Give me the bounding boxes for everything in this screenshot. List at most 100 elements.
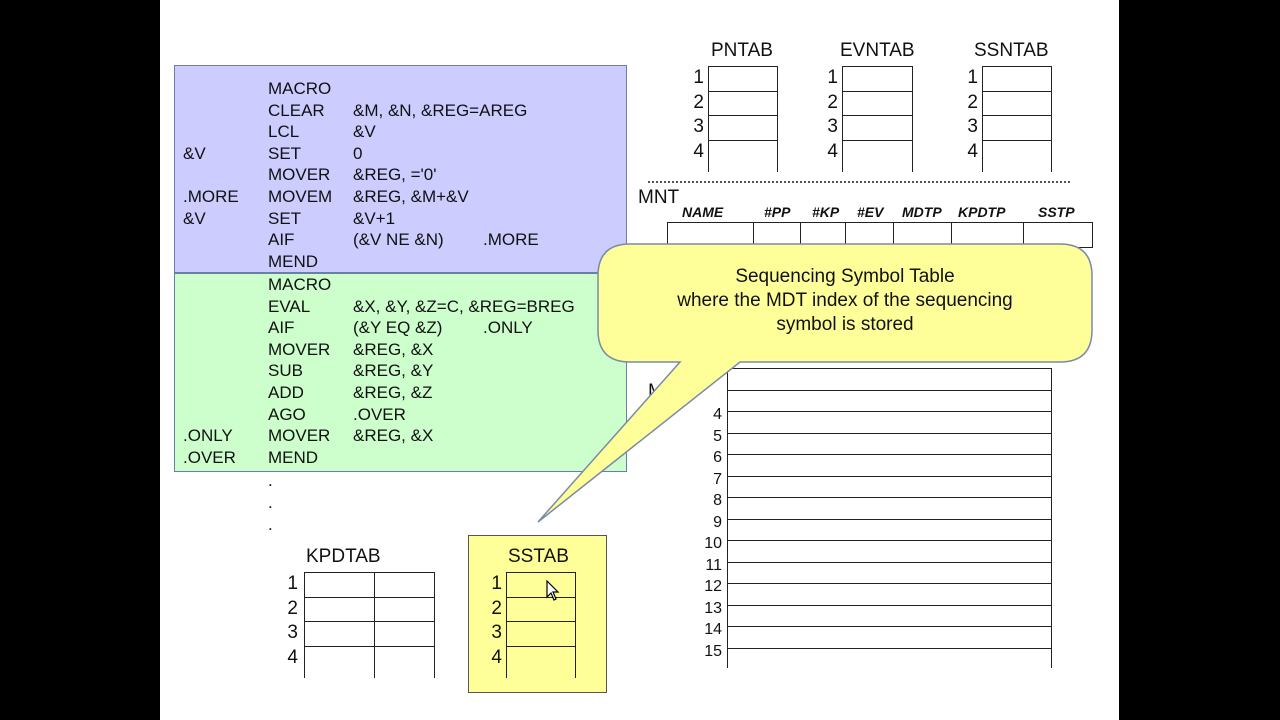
mdt-row-number: 10 — [704, 535, 722, 552]
row-separator — [728, 583, 1051, 584]
row-separator — [728, 432, 1051, 434]
mdt-row-number: 9 — [713, 513, 722, 531]
code-extra: .MORE — [483, 230, 539, 250]
kpdtab-row-number: 1 — [287, 573, 298, 594]
row-separator — [843, 115, 912, 116]
code-args: &REG, &X — [353, 426, 434, 446]
sstab-row-number: 2 — [491, 597, 502, 619]
code-op: MOVER — [268, 165, 331, 185]
evntab-row-number: 2 — [827, 91, 838, 113]
code-line: CLEAR&M, &N, &REG=AREG — [175, 100, 625, 122]
evntab-title: EVNTAB — [840, 40, 915, 61]
row-separator — [709, 90, 777, 92]
code-args: (&Y EQ &Z) — [353, 318, 443, 338]
code-line: MEND — [175, 251, 625, 273]
code-args: &REG, &Y — [353, 361, 434, 381]
code-op: AGO — [268, 404, 306, 424]
code-label: &V — [183, 208, 206, 228]
row-separator — [728, 454, 1051, 455]
code-args: .OVER — [353, 404, 406, 424]
dotted-separator — [648, 181, 1070, 183]
ssntab-grid — [982, 66, 1052, 172]
callout-line-1: Sequencing Symbol Table — [735, 266, 955, 287]
code-op: AIF — [268, 230, 295, 250]
mnt-column-header: #KP — [812, 204, 840, 220]
mnt-column-header: NAME — [682, 204, 724, 220]
row-separator — [728, 604, 1051, 606]
code-label: .ONLY — [183, 426, 233, 446]
column-separator — [374, 572, 375, 678]
row-separator — [507, 572, 575, 573]
code-op: MACRO — [268, 275, 332, 294]
mnt-column-header: MDTP — [902, 204, 942, 220]
mnt-column-header: SSTP — [1038, 204, 1075, 220]
sstab-row-number: 4 — [491, 646, 502, 668]
mnt-column-header: #EV — [857, 204, 884, 220]
code-args: &REG, &X — [353, 339, 434, 359]
code-line: ADD&REG, &Z — [175, 382, 625, 404]
row-separator — [305, 621, 434, 622]
mnt-title: MNT — [638, 187, 680, 208]
mouse-pointer-icon — [546, 580, 560, 601]
row-separator — [843, 90, 912, 92]
code-line: MACRO — [175, 274, 625, 296]
callout-balloon — [537, 243, 1093, 523]
evntab-row-number: 4 — [827, 140, 838, 162]
code-line: .OVER MEND — [175, 447, 625, 469]
code-line: LCL&V — [175, 121, 625, 143]
code-line: AGO .OVER — [175, 404, 625, 426]
pntab-row-number: 4 — [693, 140, 704, 162]
mdt-row-number: 7 — [713, 470, 722, 488]
row-separator — [843, 66, 912, 67]
sstab-title: SSTAB — [508, 546, 569, 567]
ssntab-row-number: 4 — [967, 140, 978, 162]
code-args: (&V NE &N) — [353, 230, 444, 250]
row-separator — [728, 561, 1051, 563]
kpdtab-row-number: 2 — [287, 597, 298, 619]
code-extra: .ONLY — [483, 318, 533, 338]
callout-line-3: symbol is stored — [776, 314, 914, 335]
mdt-row-number: 8 — [713, 492, 722, 509]
code-op: CLEAR — [268, 100, 325, 120]
row-separator — [305, 596, 434, 598]
row-separator — [507, 596, 575, 598]
code-op: ADD — [268, 383, 304, 402]
pntab-title: PNTAB — [711, 40, 773, 61]
code-op: MEND — [268, 447, 319, 467]
code-op: MOVER — [268, 339, 331, 359]
row-separator — [728, 647, 1051, 649]
row-separator — [728, 411, 1051, 412]
code-line: MOVER&REG, ='0' — [175, 164, 625, 186]
code-args: 0 — [353, 143, 363, 163]
row-separator — [305, 572, 434, 573]
sstab-row-number: 3 — [491, 622, 502, 643]
continuation-dot: . — [268, 471, 273, 490]
ssntab-title: SSNTAB — [974, 40, 1049, 61]
code-op: SET — [268, 143, 302, 163]
code-label: .OVER — [183, 447, 236, 467]
continuation-dot: . — [268, 515, 273, 534]
ssntab-row-number: 1 — [967, 67, 978, 88]
row-separator — [709, 66, 777, 67]
code-args: &M, &N, &REG=AREG — [353, 100, 528, 120]
ssntab-row-number: 2 — [967, 91, 978, 113]
row-separator — [507, 645, 575, 647]
mdt-row-number: 11 — [705, 556, 722, 574]
row-separator — [843, 139, 912, 141]
continuation-dot: . — [268, 493, 273, 512]
code-args: &REG, ='0' — [353, 165, 437, 185]
row-separator — [728, 368, 1051, 369]
code-op: MACRO — [268, 79, 332, 98]
mdt-row-number: 14 — [704, 621, 722, 638]
mdt-row-number: 13 — [704, 599, 722, 617]
row-separator — [728, 626, 1051, 627]
row-separator — [728, 518, 1051, 520]
ssntab-row-number: 3 — [967, 116, 978, 137]
code-line: SUB&REG, &Y — [175, 360, 625, 382]
code-op: LCL — [268, 122, 300, 142]
mdt-row-number: 5 — [713, 427, 722, 445]
callout-text: Sequencing Symbol Table where the MDT in… — [598, 265, 1092, 337]
